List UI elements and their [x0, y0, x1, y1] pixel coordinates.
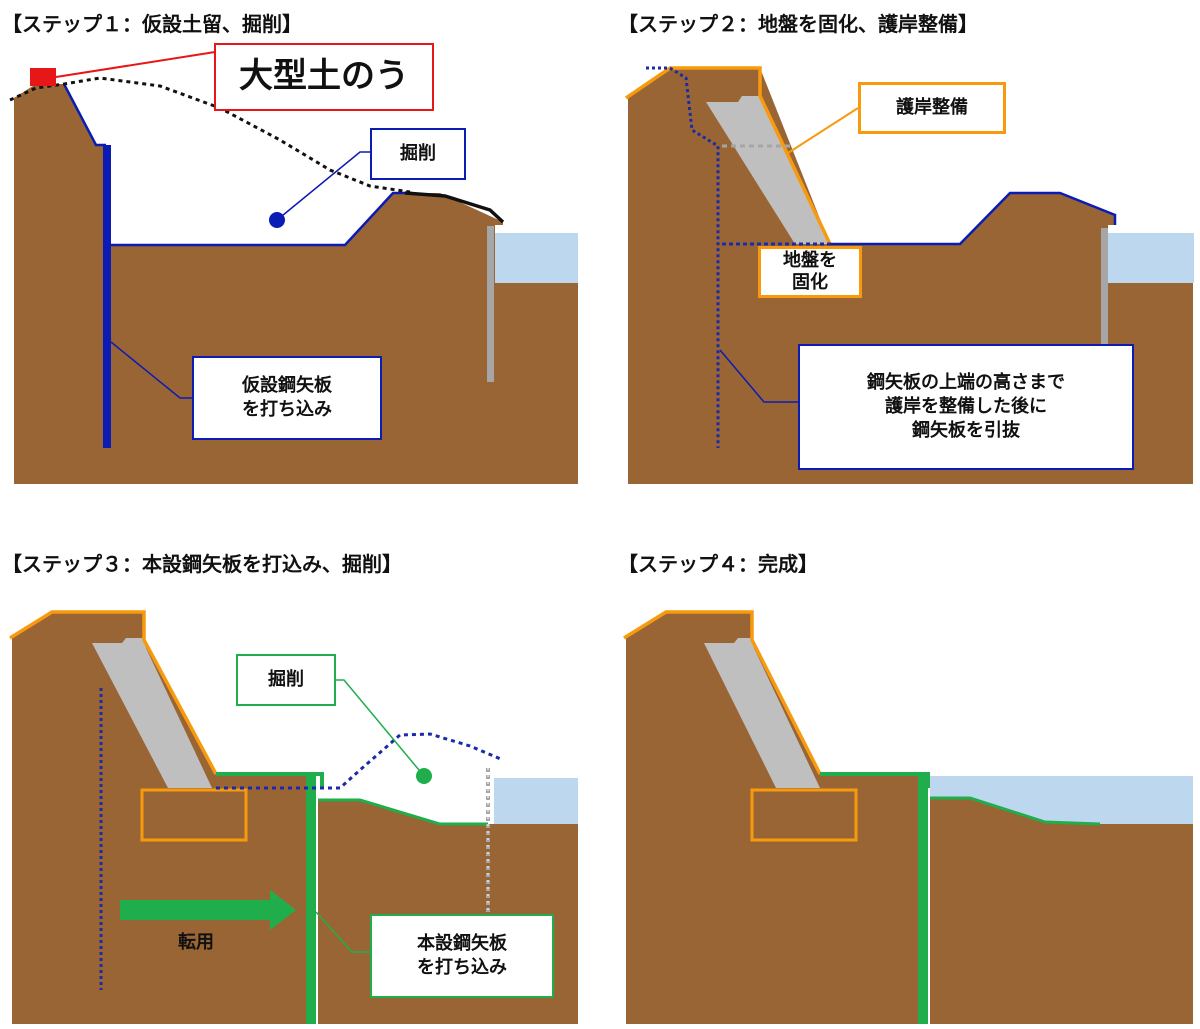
step3-excavation-text: 掘削 — [268, 668, 304, 690]
step1-soil — [14, 84, 578, 484]
step3-green-top — [216, 772, 324, 788]
step3-excavation-line — [318, 798, 488, 826]
step3-excavation-marker — [416, 768, 432, 784]
step1-sandbag-text: 大型土のう — [239, 56, 409, 97]
step3-original-ground — [216, 732, 504, 790]
step3-sheetpile-label: 本設鋼矢板 を打ち込み — [370, 914, 554, 998]
step1-slope-line — [62, 83, 106, 147]
step4-soil-left — [626, 612, 918, 1024]
step2-revetment-leader — [787, 107, 859, 154]
step3-excavation-leader — [336, 679, 425, 777]
step2-note-text-1: 鋼矢板の上端の高さまで — [867, 371, 1065, 393]
step3-sheetpile-text-2: を打ち込み — [417, 957, 507, 978]
sandbag-icon — [30, 68, 56, 86]
step2-title: 【ステップ２：地盤を固化、護岸整備】 — [618, 12, 978, 36]
step3-main-sheetpile — [306, 774, 316, 1024]
step1-sheetpile-text-2: を打ち込み — [242, 399, 332, 420]
step1-excavation-leader — [276, 151, 370, 221]
step2-existing-sheetpile — [1101, 228, 1108, 346]
step1-sheetpile-label: 仮設鋼矢板 を打ち込み — [192, 356, 382, 440]
step3-reuse-text: 転用 — [178, 931, 214, 953]
step4-revetment-concrete — [704, 638, 820, 788]
step1-excavation-line — [110, 191, 412, 247]
step2-ground-line — [830, 191, 1117, 246]
step2-revetment-outline — [625, 66, 832, 245]
step1-excavation-text: 掘削 — [400, 142, 436, 164]
step4-revetment-outline — [623, 610, 822, 775]
reuse-arrow-icon — [120, 890, 296, 930]
step4-title: 【ステップ４：完成】 — [618, 552, 818, 576]
step3-sheetpile-text-1: 本設鋼矢板 — [417, 932, 507, 954]
step1-excavation-label: 掘削 — [370, 128, 466, 180]
step3-revetment-concrete — [92, 638, 212, 788]
step2-ground-text-1: 地盤を — [783, 249, 837, 271]
step2-note-text-2: 護岸を整備した後に — [885, 395, 1047, 417]
step1-ground-black — [404, 191, 505, 224]
step4-ground-block — [750, 788, 858, 842]
step1-sheetpile-leader — [110, 341, 192, 399]
step2-revetment-label: 護岸整備 — [858, 82, 1006, 134]
step1-sandbag-leader — [55, 51, 216, 78]
step4-finished-ground — [930, 796, 1101, 826]
step3-water — [494, 778, 578, 824]
step2-ground-label: 地盤を 固化 — [758, 246, 862, 298]
step1-excavation-marker — [269, 212, 285, 228]
step1-water — [490, 233, 578, 283]
step1-sheetpile-text-1: 仮設鋼矢板 — [242, 374, 332, 396]
step2-note-label: 鋼矢板の上端の高さまで 護岸を整備した後に 鋼矢板を引抜 — [798, 344, 1134, 470]
step1-existing-sheetpile — [487, 226, 494, 382]
step2-pulled-sheetpile — [646, 66, 720, 448]
step2-note-leader — [719, 349, 798, 403]
step4-main-sheetpile — [918, 774, 928, 1024]
step2-water — [1108, 233, 1194, 283]
step1-sandbag-label: 大型土のう — [214, 43, 434, 111]
step2-ground-text-2: 固化 — [792, 272, 828, 293]
step3-ground-block — [140, 788, 248, 842]
step4-water — [930, 776, 1193, 824]
step1-title: 【ステップ１：仮設土留、掘削】 — [2, 12, 302, 36]
step2-note-text-3: 鋼矢板を引抜 — [912, 420, 1020, 442]
step1-temp-sheetpile — [103, 145, 111, 448]
step4-panel — [623, 610, 1193, 1024]
step2-revetment-text: 護岸整備 — [896, 96, 968, 118]
step3-title: 【ステップ３：本設鋼矢板を打込み、掘削】 — [2, 552, 402, 576]
step1-panel — [9, 51, 578, 484]
step3-excavation-label: 掘削 — [236, 654, 336, 706]
step2-revetment-concrete — [706, 96, 830, 244]
step3-reuse-label: 転用 — [156, 928, 236, 958]
step3-soil-left — [12, 612, 306, 1024]
step4-soil-right — [930, 798, 1193, 1024]
step3-sheetpile-leader — [315, 911, 370, 953]
step3-revetment-outline — [9, 610, 218, 775]
